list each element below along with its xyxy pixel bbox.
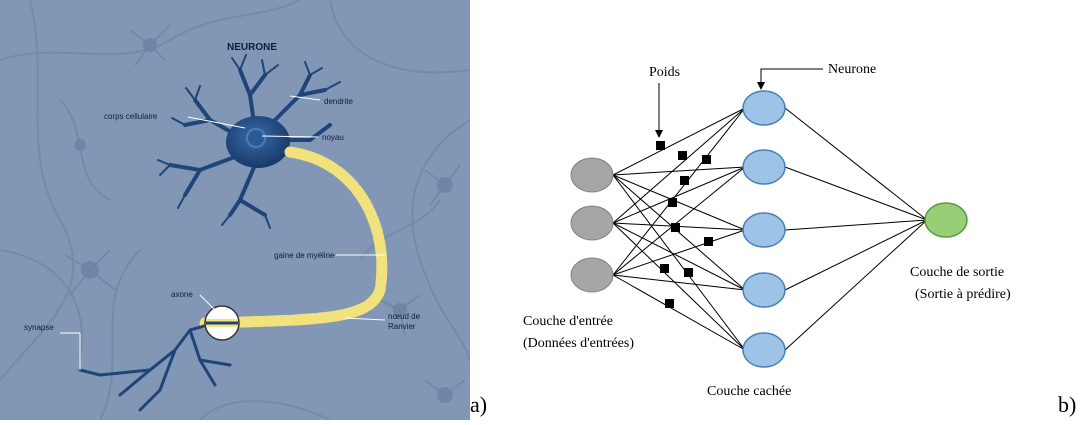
hidden-output-connections	[784, 107, 928, 351]
nucleus	[246, 128, 266, 148]
weight-marker	[665, 299, 674, 308]
weight-marker	[678, 151, 687, 160]
hidden-node	[742, 272, 786, 308]
network-svg: Poids Neurone Couche d'entrée (Données d…	[523, 62, 1011, 399]
background-network	[0, 0, 471, 421]
axon-terminal	[78, 321, 232, 412]
panel-letter-a: a)	[470, 392, 488, 417]
panel-letter-b: b)	[1058, 392, 1077, 417]
weight-marker	[671, 223, 680, 232]
label-poids: Poids	[649, 65, 680, 80]
label-noyau: noyau	[322, 133, 344, 142]
label-output-layer: Couche de sortie	[910, 265, 1004, 280]
label-corps-cellulaire: corps cellulaire	[104, 112, 158, 121]
neural-network-diagram: Poids Neurone Couche d'entrée (Données d…	[505, 0, 1083, 420]
weight-marker	[704, 237, 713, 246]
label-axone: axone	[171, 290, 193, 299]
neuron-svg: NEURONE dendrite corps cellulaire noyau …	[0, 0, 471, 421]
hidden-node	[742, 332, 786, 368]
hidden-node	[742, 149, 786, 185]
weight-marker	[702, 155, 711, 164]
label-input-layer: Couche d'entrée	[523, 314, 613, 329]
label-neurone: Neurone	[828, 62, 876, 77]
weight-marker	[668, 198, 677, 207]
input-node	[570, 205, 614, 241]
label-output-prediction: (Sortie à prédire)	[915, 287, 1011, 302]
label-dendrite: dendrite	[324, 97, 353, 106]
label-gaine-myeline: gaine de myéline	[274, 251, 335, 260]
neuron-illustration: NEURONE dendrite corps cellulaire noyau …	[0, 0, 471, 421]
input-node	[570, 157, 614, 193]
myelin-sheath	[199, 146, 388, 329]
label-noeud-line2: Ranvier	[388, 322, 416, 331]
output-node	[924, 202, 968, 238]
weight-marker	[680, 176, 689, 185]
weight-marker	[660, 264, 669, 273]
weight-marker	[684, 268, 693, 277]
hidden-node	[742, 90, 786, 126]
input-node	[570, 257, 614, 293]
neuron-title: NEURONE	[227, 42, 277, 53]
label-synapse: synapse	[24, 323, 54, 332]
weight-markers	[656, 141, 713, 308]
label-input-data: (Données d'entrées)	[523, 336, 634, 351]
neurone-arrow	[760, 68, 823, 86]
label-noeud-line1: nœud de	[388, 312, 421, 321]
weight-marker	[656, 141, 665, 150]
hidden-node	[742, 212, 786, 248]
label-hidden-layer: Couche cachée	[707, 384, 791, 399]
